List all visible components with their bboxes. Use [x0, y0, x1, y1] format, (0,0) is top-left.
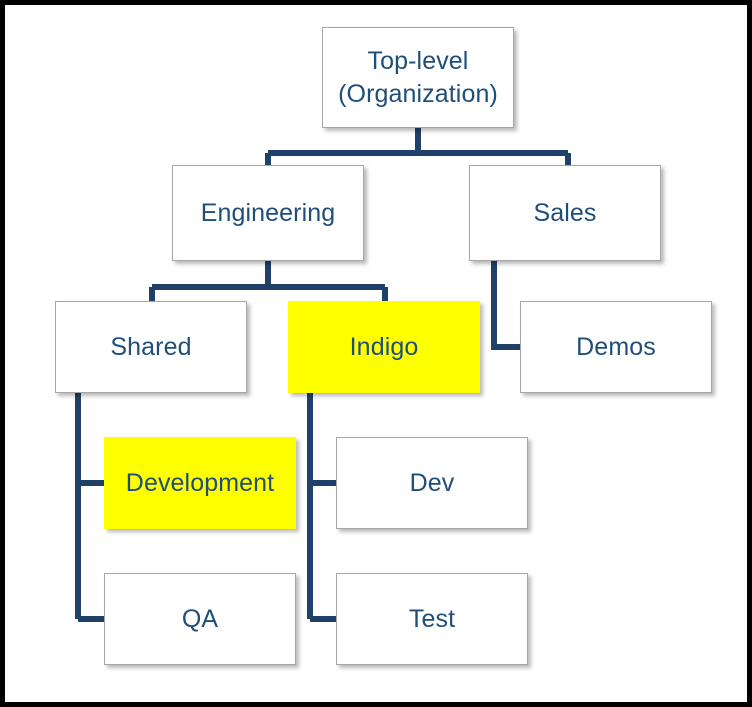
node-demos-label: Demos — [576, 332, 656, 361]
edge-top-to-children — [265, 128, 571, 165]
node-sales[interactable]: Sales — [469, 165, 661, 261]
node-test[interactable]: Test — [336, 573, 528, 665]
node-development[interactable]: Development — [104, 437, 296, 529]
node-shared-label: Shared — [110, 332, 192, 361]
edge-sales-to-demos — [491, 261, 520, 350]
node-engineering[interactable]: Engineering — [172, 165, 364, 261]
node-test-label: Test — [408, 604, 456, 633]
node-top-level-label: Top-level (Organization) — [338, 46, 498, 108]
node-shared[interactable]: Shared — [55, 301, 247, 393]
edge-shared-to-children — [75, 393, 104, 622]
node-dev-label: Dev — [409, 468, 455, 497]
node-qa-label: QA — [181, 604, 219, 633]
node-demos[interactable]: Demos — [520, 301, 712, 393]
connector-lines — [75, 128, 571, 622]
node-top-level[interactable]: Top-level (Organization) — [322, 27, 514, 128]
node-dev[interactable]: Dev — [336, 437, 528, 529]
node-indigo-label: Indigo — [349, 332, 419, 361]
edge-engineering-to-children — [149, 261, 388, 301]
org-chart: Top-level (Organization) Engineering Sal… — [5, 5, 747, 702]
node-sales-label: Sales — [533, 198, 597, 227]
node-development-label: Development — [125, 468, 275, 497]
node-indigo[interactable]: Indigo — [288, 301, 480, 393]
node-qa[interactable]: QA — [104, 573, 296, 665]
node-engineering-label: Engineering — [200, 198, 336, 227]
edge-indigo-to-children — [307, 393, 336, 622]
